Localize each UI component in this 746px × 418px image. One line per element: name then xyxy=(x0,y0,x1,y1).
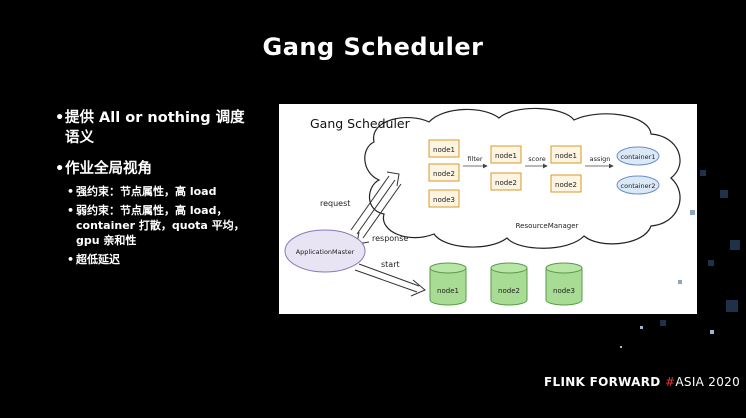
node-box xyxy=(490,172,522,191)
node-label: node1 xyxy=(555,152,577,160)
node-box xyxy=(428,139,460,158)
node-box xyxy=(428,189,460,208)
cylinder-node: node2 xyxy=(490,262,528,306)
sub-bullet-text: 强约束：节点属性，高 load xyxy=(76,185,217,198)
filter-label: filter xyxy=(467,155,482,163)
scored-nodes: node1 node2 xyxy=(550,145,582,193)
bullet-text: 提供 All or nothing 调度语义 xyxy=(65,110,245,146)
bullet-item: • 提供 All or nothing 调度语义 xyxy=(55,108,255,148)
bullet-dot: • xyxy=(55,110,65,126)
container-ellipse xyxy=(616,175,660,195)
cylinder-node: node1 xyxy=(429,262,467,306)
input-nodes: node1 node2 node3 xyxy=(428,139,460,208)
containers: container1 container2 xyxy=(616,146,660,195)
container-ellipse xyxy=(616,146,660,166)
sub-bullet-item: • 强约束：节点属性，高 load xyxy=(67,184,255,199)
assign-label: assign xyxy=(590,155,611,163)
svg-text:node2: node2 xyxy=(498,287,520,295)
request-arrow xyxy=(350,171,400,235)
cylinder-node: node3 xyxy=(545,262,583,306)
diagram-svg: Gang Scheduler node1 node2 node3 filter … xyxy=(284,107,681,306)
application-master-label: ApplicationMaster xyxy=(296,248,355,256)
node-box xyxy=(550,145,582,164)
cluster-nodes: node1 node2 node3 xyxy=(429,262,583,306)
brand-event: ASIA 2020 xyxy=(675,375,741,389)
diagram-title: Gang Scheduler xyxy=(310,116,411,131)
start-label: start xyxy=(381,260,400,269)
svg-text:node3: node3 xyxy=(553,287,575,295)
brand-hash: # xyxy=(665,375,676,389)
slide-title: Gang Scheduler xyxy=(262,33,484,61)
event-brand-footer: FLINK FORWARD #ASIA 2020 xyxy=(544,375,740,389)
container-label: container1 xyxy=(621,153,656,161)
node-box xyxy=(550,174,582,193)
node-box xyxy=(428,163,460,182)
node-label: node2 xyxy=(433,170,455,178)
start-arrow xyxy=(354,263,426,297)
filtered-nodes: node1 node2 xyxy=(490,145,522,191)
container-label: container2 xyxy=(621,182,656,190)
node-label: node2 xyxy=(555,181,577,189)
response-label: response xyxy=(372,234,408,243)
background-decoration xyxy=(620,170,740,348)
sub-bullet-text: 弱约束：节点属性，高 load，container 打散，quota 平均，gp… xyxy=(76,204,245,247)
gang-scheduler-diagram: Gang Scheduler node1 node2 node3 filter … xyxy=(279,104,697,314)
sub-bullet-text: 超低延迟 xyxy=(76,253,120,266)
score-label: score xyxy=(528,155,545,163)
resource-manager-label: ResourceManager xyxy=(516,222,579,230)
node-label: node1 xyxy=(433,146,455,154)
node-box xyxy=(490,145,522,164)
bullet-list: • 提供 All or nothing 调度语义 • 作业全局视角 • 强约束：… xyxy=(55,108,255,271)
bullet-text: 作业全局视角 xyxy=(65,161,152,177)
sub-bullet-item: • 超低延迟 xyxy=(67,252,255,267)
bullet-dot: • xyxy=(67,185,75,198)
sub-bullet-item: • 弱约束：节点属性，高 load，container 打散，quota 平均，… xyxy=(67,203,255,248)
node-label: node2 xyxy=(495,179,517,187)
bullet-dot: • xyxy=(67,204,75,217)
node-label: node3 xyxy=(433,196,455,204)
bullet-dot: • xyxy=(67,253,75,266)
node-label: node1 xyxy=(495,152,517,160)
svg-text:node1: node1 xyxy=(437,287,459,295)
request-label: request xyxy=(320,199,350,208)
brand-text: FLINK FORWARD xyxy=(544,375,661,389)
bullet-dot: • xyxy=(55,161,65,177)
application-master xyxy=(284,229,366,273)
bullet-item: • 作业全局视角 xyxy=(55,159,255,179)
